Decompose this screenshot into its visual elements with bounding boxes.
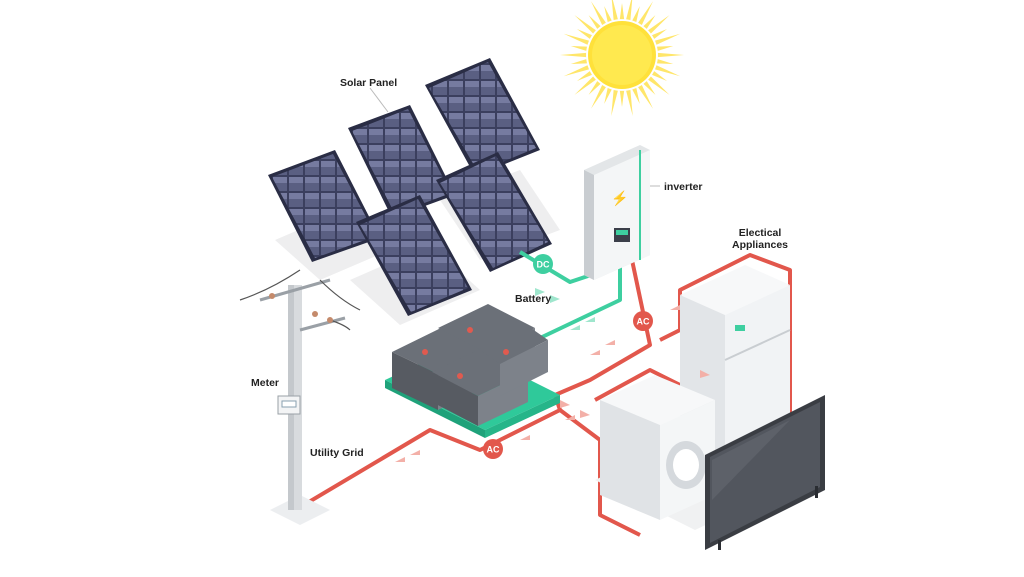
appliances xyxy=(595,265,825,550)
washing-machine xyxy=(600,375,715,520)
solar-panel-3 xyxy=(425,58,540,176)
appliances-label-line2: Appliances xyxy=(732,239,788,251)
solar-panel-4 xyxy=(356,195,472,316)
ac-tag-inverter-text: AC xyxy=(637,317,650,327)
television xyxy=(705,395,825,550)
diagram-labels: Solar Panel inverter Electical Appliance… xyxy=(251,77,788,459)
solar-panel-5 xyxy=(436,152,552,272)
meter-label: Meter xyxy=(251,377,279,389)
dc-tag: DC xyxy=(533,254,553,274)
ac-tag-inverter: AC xyxy=(633,311,653,331)
appliances-label-line1: Electical xyxy=(739,227,782,239)
lightning-icon: ⚡ xyxy=(611,190,628,207)
ac-tag-grid: AC xyxy=(483,439,503,459)
ac-tag-grid-text: AC xyxy=(487,445,500,455)
meter-icon xyxy=(277,395,301,415)
dc-tag-text: DC xyxy=(537,260,550,270)
utility-grid-label: Utility Grid xyxy=(310,447,364,459)
flow-arrows xyxy=(395,305,710,462)
inverter-unit: ⚡ xyxy=(584,145,650,280)
solar-panel-label: Solar Panel xyxy=(340,77,397,89)
solar-panels xyxy=(268,58,552,316)
battery-pack xyxy=(385,304,560,438)
battery-label: Battery xyxy=(515,293,551,305)
solar-panel-2 xyxy=(348,105,455,218)
solar-panel-1 xyxy=(268,150,380,262)
sun-icon xyxy=(560,0,684,117)
inverter-label: inverter xyxy=(664,181,703,193)
